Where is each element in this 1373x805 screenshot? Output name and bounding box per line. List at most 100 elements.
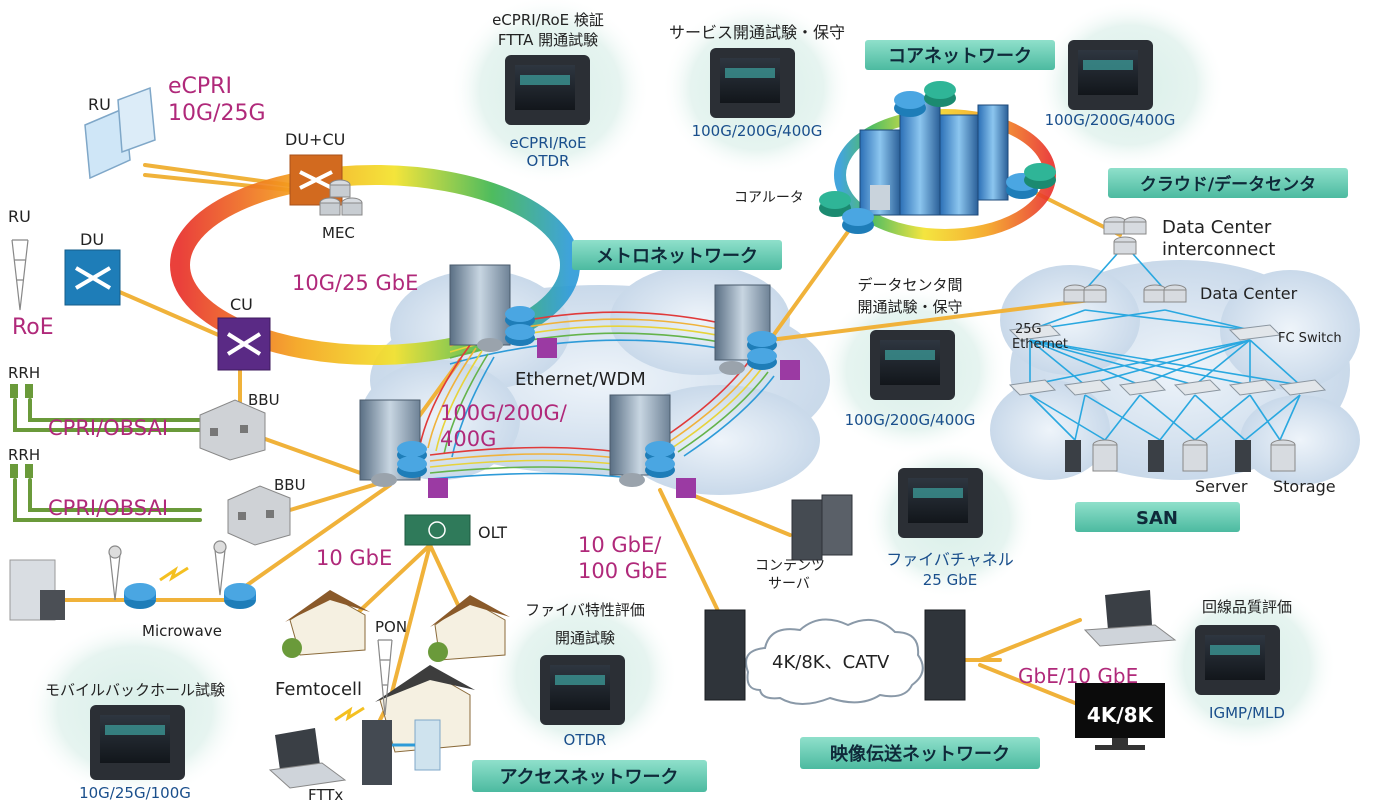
svg-text:RU: RU: [88, 95, 111, 114]
svg-text:eCPRI/RoE: eCPRI/RoE: [509, 134, 586, 152]
svg-text:FTTx: FTTx: [308, 786, 343, 804]
svg-text:コアルータ: コアルータ: [734, 190, 804, 206]
mec-server-icon: [319, 179, 363, 216]
svg-text:OLT: OLT: [478, 523, 507, 542]
svg-text:回線品質評価: 回線品質評価: [1202, 598, 1292, 616]
svg-text:10 GbE/: 10 GbE/: [578, 533, 662, 557]
bbu-building-icon-2: [227, 485, 291, 546]
femtocell-bolt-icon: [334, 706, 365, 722]
cu-switch-icon: [217, 317, 271, 371]
svg-text:Storage: Storage: [1273, 477, 1336, 496]
svg-text:GbE/10 GbE: GbE/10 GbE: [1018, 664, 1138, 688]
router-icon-mw2: [224, 583, 256, 609]
svg-text:Ethernet: Ethernet: [1012, 337, 1068, 352]
contents-server-icon: [791, 494, 853, 561]
ru-antenna-icon: [84, 86, 156, 180]
tester-icon-dci: [870, 330, 955, 400]
svg-text:100G/200G/400G: 100G/200G/400G: [692, 122, 823, 140]
tester-icon-core: [1068, 40, 1153, 110]
svg-text:Femtocell: Femtocell: [275, 679, 362, 700]
svg-text:SAN: SAN: [1136, 508, 1178, 529]
svg-text:RoE: RoE: [12, 315, 54, 340]
metro-building-icon-1: [449, 264, 511, 346]
svg-text:PON: PON: [375, 618, 407, 636]
svg-text:BBU: BBU: [274, 476, 306, 494]
svg-text:100G/200G/400G: 100G/200G/400G: [845, 411, 976, 429]
svg-text:RRH: RRH: [8, 364, 40, 382]
svg-text:MEC: MEC: [322, 224, 355, 242]
tester-icon-line: [1195, 625, 1280, 695]
microwave-tower-icon-1: [108, 545, 122, 601]
svg-text:100G/200G/: 100G/200G/: [440, 401, 568, 425]
svg-text:DU+CU: DU+CU: [285, 130, 345, 149]
badge-san: SAN: [1075, 502, 1240, 532]
svg-text:モバイルバックホール試験: モバイルバックホール試験: [45, 681, 225, 699]
badge-video: 映像伝送ネットワーク: [800, 737, 1040, 769]
svg-text:開通試験: 開通試験: [555, 629, 615, 647]
svg-text:データセンタ間: データセンタ間: [857, 276, 962, 294]
dc-switch-icons: [1008, 324, 1327, 396]
svg-text:Data Center: Data Center: [1162, 217, 1272, 238]
test-captions: eCPRI/RoE 検証 FTTA 開通試験 eCPRI/RoE OTDR サー…: [45, 11, 1292, 802]
svg-text:サーバ: サーバ: [768, 576, 810, 592]
svg-text:BBU: BBU: [248, 391, 280, 409]
svg-text:25 GbE: 25 GbE: [923, 571, 977, 589]
badge-metro: メトロネットワーク: [572, 240, 782, 270]
ducu-switch-icon: [289, 154, 343, 206]
svg-text:DU: DU: [80, 230, 104, 249]
laptop-icon-femto: [268, 728, 347, 789]
wdm-lines: [419, 311, 775, 480]
badge-access: アクセスネットワーク: [472, 760, 707, 792]
microwave-tower-icon-2: [213, 540, 227, 596]
tester-icon-mobile: [90, 705, 185, 780]
svg-text:メトロネットワーク: メトロネットワーク: [596, 246, 758, 267]
svg-text:映像伝送ネットワーク: 映像伝送ネットワーク: [830, 743, 1010, 765]
svg-text:interconnect: interconnect: [1162, 239, 1275, 260]
svg-text:ファイバ特性評価: ファイバ特性評価: [525, 601, 645, 619]
svg-text:RU: RU: [8, 207, 31, 226]
fttx-rack-icon: [362, 719, 441, 785]
tester-icon-service: [710, 48, 795, 118]
svg-text:アクセスネットワーク: アクセスネットワーク: [499, 767, 678, 788]
svg-text:CPRI/OBSAI: CPRI/OBSAI: [48, 416, 168, 440]
svg-text:100G/200G/400G: 100G/200G/400G: [1045, 111, 1176, 129]
core-router-icons: [819, 81, 1056, 234]
tester-icon-ecpri: [505, 55, 590, 125]
svg-text:Ethernet/WDM: Ethernet/WDM: [515, 369, 646, 390]
du-switch-icon: [64, 249, 121, 306]
svg-text:FTTA 開通試験: FTTA 開通試験: [498, 31, 598, 49]
svg-text:Server: Server: [1195, 477, 1248, 496]
tester-icon-fc: [898, 468, 983, 538]
svg-text:OTDR: OTDR: [527, 152, 570, 170]
svg-text:25G: 25G: [1015, 322, 1042, 337]
svg-text:RRH: RRH: [8, 446, 40, 464]
house-icon-1: [282, 590, 370, 658]
svg-text:10G/25G: 10G/25G: [168, 101, 266, 126]
monitor-4k-icon: [1075, 683, 1165, 750]
svg-text:100 GbE: 100 GbE: [578, 559, 668, 583]
svg-text:CU: CU: [230, 295, 253, 314]
svg-text:サービス開通試験・保守: サービス開通試験・保守: [669, 23, 845, 42]
svg-text:Data Center: Data Center: [1200, 284, 1298, 303]
tester-icon-fiber: [540, 655, 625, 725]
svg-text:OTDR: OTDR: [564, 731, 607, 749]
dc-storage-icons: [1063, 216, 1187, 303]
svg-text:開通試験・保守: 開通試験・保守: [857, 298, 962, 316]
labels: RU eCPRI 10G/25G DU+CU MEC RU DU RoE CU …: [8, 74, 1342, 804]
video-cloud: [745, 618, 924, 705]
access-ring: [170, 165, 580, 365]
svg-text:10G/25 GbE: 10G/25 GbE: [292, 271, 418, 295]
rrh-icon-2: [10, 464, 33, 478]
svg-text:FC Switch: FC Switch: [1278, 331, 1342, 346]
svg-text:コンテンツ: コンテンツ: [755, 558, 825, 574]
laptop-icon-video: [1083, 590, 1177, 647]
dc-server-icons: [1065, 439, 1296, 472]
svg-text:IGMP/MLD: IGMP/MLD: [1209, 704, 1285, 722]
house-icon-2: [428, 595, 510, 662]
svg-text:eCPRI: eCPRI: [168, 74, 232, 99]
svg-text:4K/8K: 4K/8K: [1087, 703, 1155, 727]
svg-text:ファイバチャネル: ファイバチャネル: [886, 550, 1014, 569]
office-building-icon: [9, 559, 65, 621]
